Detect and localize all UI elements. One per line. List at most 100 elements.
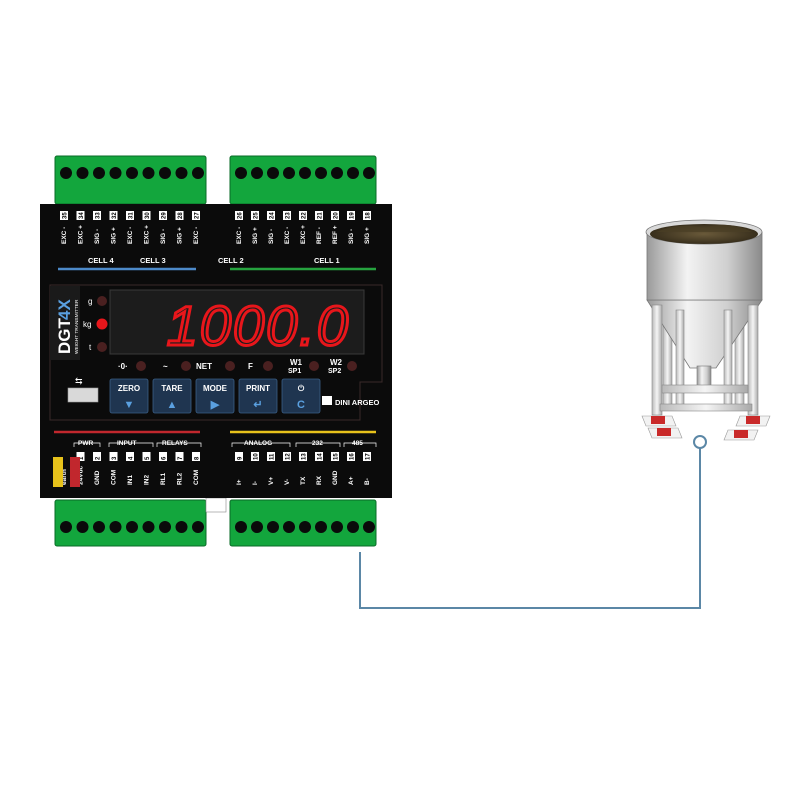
usb-icon: ⇆ <box>75 376 83 386</box>
terminal-screw-icon <box>315 521 327 533</box>
button-mode[interactable]: MODE ▶ <box>195 378 235 414</box>
button-label: MODE <box>203 384 228 393</box>
terminal-name: GND <box>94 470 101 485</box>
terminal-number: 24 <box>270 212 276 219</box>
terminal-number: 20 <box>334 212 340 219</box>
terminal-label: EXC -35 <box>60 211 69 244</box>
terminal-screw-icon <box>192 167 204 179</box>
terminal-label: EXC -31 <box>126 211 135 244</box>
load-cell-icon <box>723 429 759 441</box>
unit-label: g <box>88 297 92 306</box>
terminal-screw-icon <box>315 167 327 179</box>
terminal-number: 22 <box>302 212 308 219</box>
terminal-name: EXC + <box>300 225 307 244</box>
button-label: ⏻ <box>298 384 305 393</box>
indicator-led-icon <box>181 361 191 371</box>
terminal-number: 34 <box>79 212 85 219</box>
button-symbol-icon: ▲ <box>167 399 178 411</box>
svg-text:ANALOG: ANALOG <box>244 440 272 447</box>
terminal-name: EXC - <box>284 227 291 244</box>
indicator-sublabel: SP2 <box>328 368 341 375</box>
terminal-screw-icon <box>142 167 155 179</box>
button-label: PRINT <box>246 384 270 393</box>
terminal-label: SIG -29 <box>159 211 168 244</box>
svg-text:485: 485 <box>352 440 363 447</box>
terminal-name: IN1 <box>127 475 134 486</box>
weight-display <box>109 289 365 355</box>
terminal-screw-icon <box>175 521 188 533</box>
unit-indicators: g kg t <box>83 296 108 352</box>
indicator-label: ·0· <box>118 362 128 371</box>
unit-label: t <box>89 343 92 352</box>
terminal-number: 27 <box>195 212 201 219</box>
terminal-screw-icon <box>159 167 171 179</box>
terminal-label: SIG +32 <box>109 211 118 244</box>
terminal-name: B- <box>364 478 371 485</box>
terminal-screw-icon <box>159 521 171 533</box>
terminal-label: RL2 7 <box>175 452 184 485</box>
terminal-label: B-17 <box>363 452 372 485</box>
terminal-label: earth <box>61 469 68 485</box>
terminal-name: REF - <box>316 227 323 244</box>
front-panel <box>49 284 383 421</box>
terminal-number: 14 <box>318 453 324 460</box>
terminal-screw-icon <box>142 521 155 533</box>
terminal-name: I- <box>252 481 259 485</box>
terminal-screw-icon <box>267 521 279 533</box>
terminal-number: 3 <box>112 456 118 460</box>
button-symbol-icon: ▼ <box>124 399 135 411</box>
terminal-screw-icon <box>175 167 188 179</box>
terminal-name: SIG + <box>252 227 259 244</box>
terminal-screw-icon <box>347 521 359 533</box>
terminal-number: 28 <box>178 212 184 219</box>
terminal-number: 18 <box>366 212 372 219</box>
display-value: 1000.0 <box>167 294 350 357</box>
cell-label: CELL 3 <box>140 256 166 265</box>
indicator-label: W2 <box>330 358 343 367</box>
terminal-name: SIG - <box>348 229 355 244</box>
button-print[interactable]: PRINT ↵ <box>238 378 278 414</box>
terminal-label: I+9 <box>235 452 244 485</box>
din-clip <box>205 497 227 513</box>
cell-label: CELL 1 <box>314 256 340 265</box>
earth-badge <box>53 457 63 487</box>
terminal-label: SIG -33 <box>93 211 102 244</box>
terminal-number: 11 <box>270 453 276 460</box>
terminal-screw-icon <box>109 521 122 533</box>
cell-label: CELL 4 <box>88 256 115 265</box>
button-symbol-icon: ▶ <box>210 399 220 411</box>
terminal-screw-icon <box>267 167 279 179</box>
terminal-number: 19 <box>350 212 356 219</box>
terminal-screw-icon <box>299 521 311 533</box>
button-tare[interactable]: TARE▲ <box>152 378 192 414</box>
terminal-number: 21 <box>318 212 324 219</box>
usb-port[interactable]: ⇆ <box>67 376 99 403</box>
terminal-name: RX <box>316 475 323 485</box>
indicator-label: W1 <box>290 358 303 367</box>
terminal-name: RL2 <box>177 472 184 485</box>
terminal-label: EXC -27 <box>192 211 201 244</box>
button-power[interactable]: ⏻C <box>281 378 321 414</box>
terminal-label: REF +20 <box>331 211 340 244</box>
svg-text:WEIGHT TRANSMITTER: WEIGHT TRANSMITTER <box>74 299 80 354</box>
terminal-screw-icon <box>331 167 343 179</box>
terminal-name: RL1 <box>160 472 167 485</box>
terminal-number: 7 <box>178 456 184 460</box>
button-symbol-icon: ↵ <box>253 399 262 411</box>
supply-badge <box>70 457 80 487</box>
terminal-name: EXC - <box>127 227 134 244</box>
top-terminal-block-left <box>54 155 207 205</box>
terminal-number: 33 <box>96 212 102 219</box>
svg-text:RELAYS: RELAYS <box>162 440 188 447</box>
terminal-name: V- <box>284 479 291 485</box>
terminal-number: 29 <box>162 212 168 219</box>
terminal-name: A+ <box>348 476 355 485</box>
button-zero[interactable]: ZERO▼ <box>109 378 149 414</box>
